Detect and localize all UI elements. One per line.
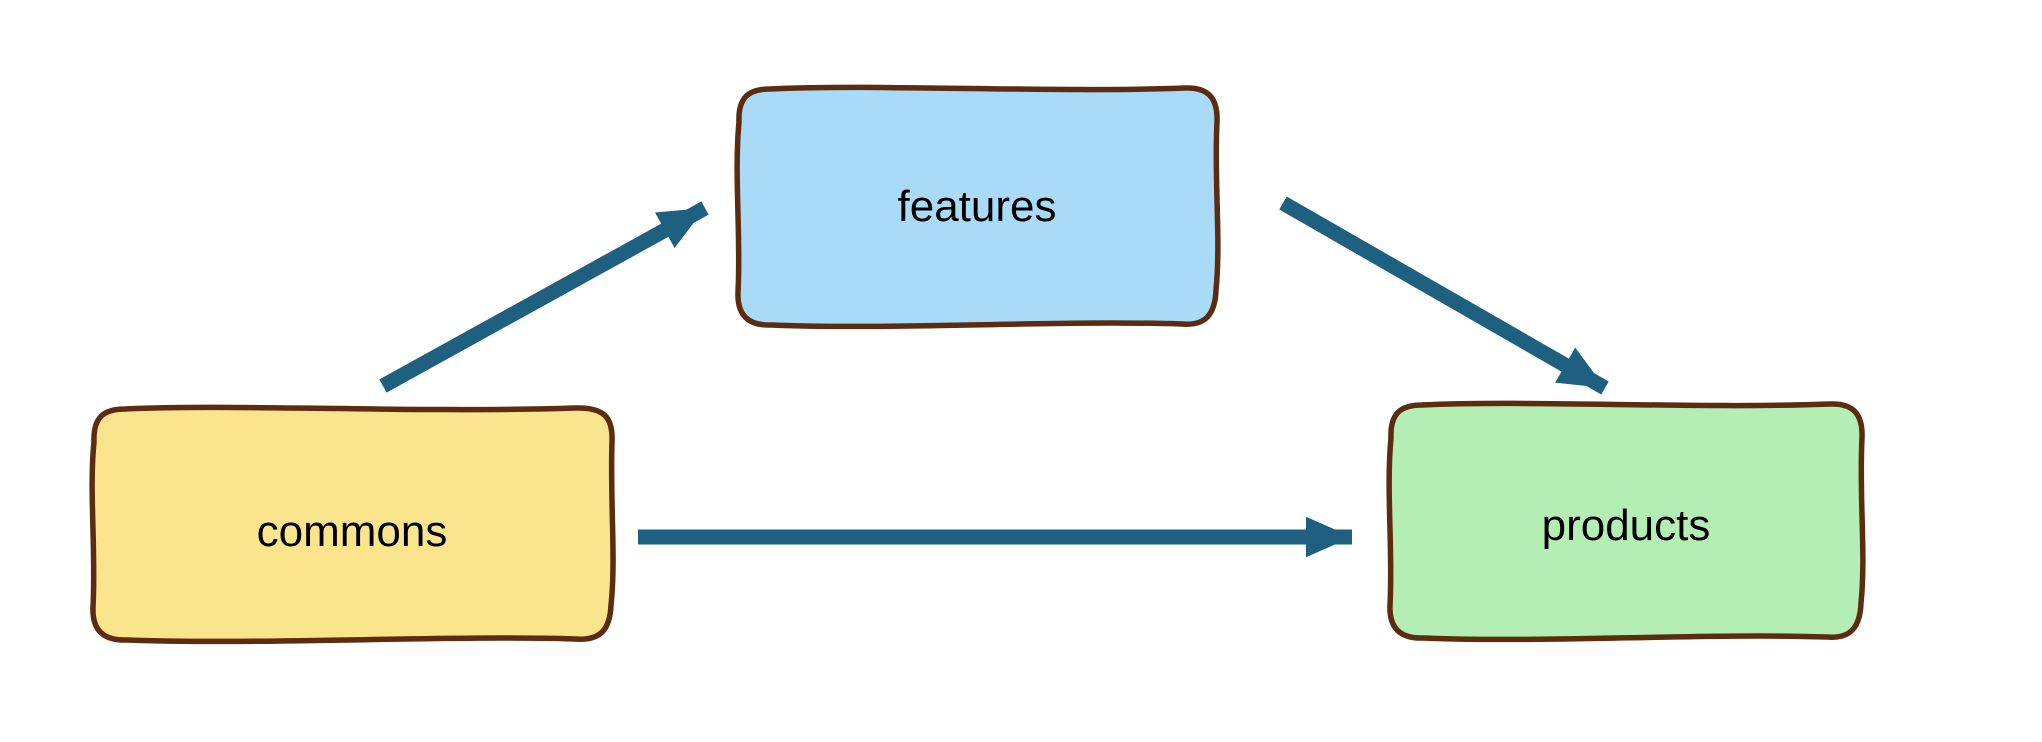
arrow-commons-to-features [379, 201, 709, 393]
node-products-label: products [1542, 501, 1711, 550]
node-commons: commons [89, 404, 616, 645]
node-features: features [734, 84, 1221, 330]
node-products: products [1386, 400, 1866, 643]
edge-group [379, 196, 1609, 558]
node-products-shape [1386, 400, 1866, 643]
node-commons-label: commons [257, 507, 448, 556]
node-commons-shape [89, 404, 616, 645]
node-features-label: features [898, 182, 1057, 231]
node-features-shape [734, 84, 1221, 330]
arrow-features-to-products [1279, 196, 1609, 395]
